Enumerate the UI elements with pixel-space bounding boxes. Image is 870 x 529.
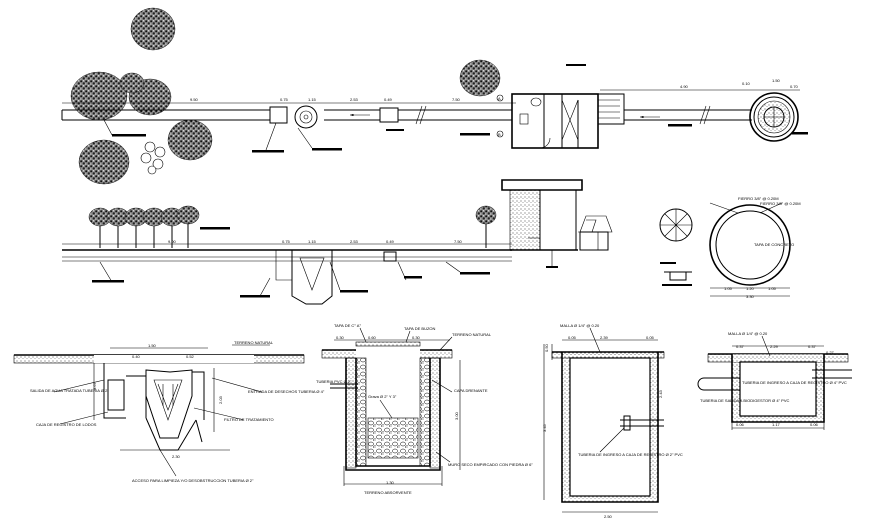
dim-label: 2.29 [770, 344, 779, 349]
malla-label: MALLA Ø 1/4" @ 0.20 [560, 323, 600, 328]
dim-label: 0.50 [544, 343, 549, 352]
dim-label: 0.49 [384, 97, 393, 102]
house-plan: A B [496, 93, 625, 149]
dim-label: 1.50 [772, 78, 781, 83]
dim-label: 9.00 [168, 239, 177, 244]
axis-marker: B [498, 132, 501, 137]
tapa-buzon-label: TAPA DE BUZON [404, 326, 436, 331]
dim-label: 0.30 [412, 335, 421, 340]
terreno-label: TERRENO NATURAL [452, 332, 492, 337]
tuberia-in-label: TUBERIA DE INGRESO A CAJA DE REGISTRO Ø … [742, 380, 847, 385]
tree-icon [459, 59, 501, 97]
salida-label: SALIDA DE AGUA TRATADA TUBERIA Ø 2" [30, 388, 109, 393]
tuberia-out-label: TUBERIA DE SALIDA A BIODIGESTOR Ø 4" PVC [700, 398, 789, 403]
malla-label: MALLA Ø 1/4" @ 0.20 [728, 331, 768, 336]
dim-label: 3.00 [454, 411, 459, 420]
grava-label: Grava Ø 2" Y 3" [368, 394, 397, 399]
terreno-label: TERRENO NATURAL [234, 340, 274, 345]
dim-label: 2.30 [172, 454, 181, 459]
filtro-label: FILTRO DE TRATAMIENTO [224, 417, 274, 422]
rebar-label: FIERRO 3/8" @ 0.20M [760, 201, 801, 206]
shrub-icon [140, 141, 166, 175]
tapa-label: TAPA DE CONCRETO [754, 242, 794, 247]
biodigester-plan [294, 105, 318, 129]
dim-label: 1.05 [724, 286, 733, 291]
dim-label: 1.30 [386, 480, 395, 485]
dim-label: 7.50 [452, 97, 461, 102]
dim-label: 0.05 [568, 335, 577, 340]
rebar-label: FIERRO 3/8" @ 0.20M [738, 196, 779, 201]
tank-plan [269, 106, 288, 124]
dim-label: 9.50 [190, 97, 199, 102]
dim-label: 0.27 [826, 350, 835, 355]
dim-label: 0.75 [280, 97, 289, 102]
caja-registro-left: 0.05 2.39 0.05 MALLA Ø 1/4" @ 0.20 0.50 … [542, 323, 683, 519]
dim-label: 1.20 [746, 286, 755, 291]
dim-label: 0.70 [790, 84, 799, 89]
acceso-label: ACCESO PARA LIMPIEZA Y/O DESOBSTRUCCION … [132, 478, 254, 483]
dim-label: 0.06 [810, 422, 819, 427]
elevation-view: 9.00 0.75 1.15 2.53 0.49 7.50 [62, 179, 801, 305]
dim-label: 1.17 [772, 422, 781, 427]
tree-icon [119, 72, 145, 94]
dim-label: 2.50 [604, 514, 613, 519]
dim-label: 0.49 [386, 239, 395, 244]
plan-view: 9.50 0.75 1.15 2.53 0.49 7.50 4.90 0.10 … [61, 7, 808, 185]
dim-label: 2.43 [658, 389, 663, 398]
tree-icon [78, 139, 130, 185]
dim-label: 3.67 [92, 381, 97, 390]
dim-label: 0.37 [736, 344, 745, 349]
tuberia-label: TUBERIA DE INGRESO A CAJA DE REGISTRO Ø … [578, 452, 683, 457]
dim-label: 0.30 [336, 335, 345, 340]
dim-label: 3.45 [542, 423, 547, 432]
registro-plan [379, 107, 399, 123]
dim-label: 3.30 [746, 294, 755, 299]
tree-icon [70, 71, 128, 121]
dim-label: 1.05 [768, 286, 777, 291]
dim-label: 2.53 [350, 97, 359, 102]
dim-label: 0.52 [186, 354, 195, 359]
tank-section: 1.50 0.40 0.52 TERRENO NATURAL 2.30 3.67… [13, 340, 325, 483]
muro-label: MURO SECO EMPIRCADO CON PIEDRA Ø 6" [448, 462, 533, 467]
svg-text:ENTRADA DE DESECHOS TUBERIA Ø: ENTRADA DE DESECHOS TUBERIA Ø 4" [248, 389, 325, 394]
capa-label: CAPA DRENANTE [454, 388, 488, 393]
tuberia-label: TUBERIA PVC Ø 2" [316, 379, 352, 384]
caja-label: CAJA DE REGISTRO DE LODOS [36, 422, 97, 427]
dim-label: 2.03 [218, 395, 223, 404]
entrada-label: ENTRADA DE DESECHOS TUBERIA Ø 4" [248, 389, 325, 394]
dim-label: 0.05 [646, 335, 655, 340]
tree-icon [130, 7, 176, 51]
absorvente-label: TERRENO ABSORVENTE [364, 490, 412, 495]
dim-label: 0.75 [282, 239, 291, 244]
svg-text:SALIDA DE AGUA TRATADA TUBERIA: SALIDA DE AGUA TRATADA TUBERIA Ø 2" [30, 388, 109, 393]
dim-label: 1.50 [148, 343, 157, 348]
dim-label: 2.53 [350, 239, 359, 244]
pozo-plan-top [749, 92, 799, 142]
dim-label: 0.06 [736, 422, 745, 427]
tapa-label: TAPA DE C° A° [334, 323, 361, 328]
dim-label: 0.10 [742, 81, 751, 86]
dim-label: 0.60 [368, 335, 377, 340]
pozo-plan-detail: FIERRO 3/8" @ 0.20M FIERRO 3/8" @ 0.20M … [709, 196, 801, 299]
caja-registro-right: 0.37 2.29 0.37 0.27 MALLA Ø 1/4" @ 0.20 … [697, 331, 852, 430]
dim-label: 0.40 [132, 354, 141, 359]
axis-marker: A [498, 96, 501, 101]
dim-label: 4.90 [680, 84, 689, 89]
dim-label: 1.15 [308, 239, 317, 244]
dim-label: 7.50 [454, 239, 463, 244]
dim-label: 1.15 [308, 97, 317, 102]
pozo-symbol [659, 208, 693, 286]
house-elevation [501, 179, 613, 268]
tree-icon [167, 119, 213, 161]
dim-label: 0.37 [808, 344, 817, 349]
pozo-section: 0.30 0.60 0.30 TAPA DE C° A° TAPA DE BUZ… [316, 323, 533, 495]
tree-row [88, 205, 497, 248]
dim-label: 2.39 [600, 335, 609, 340]
